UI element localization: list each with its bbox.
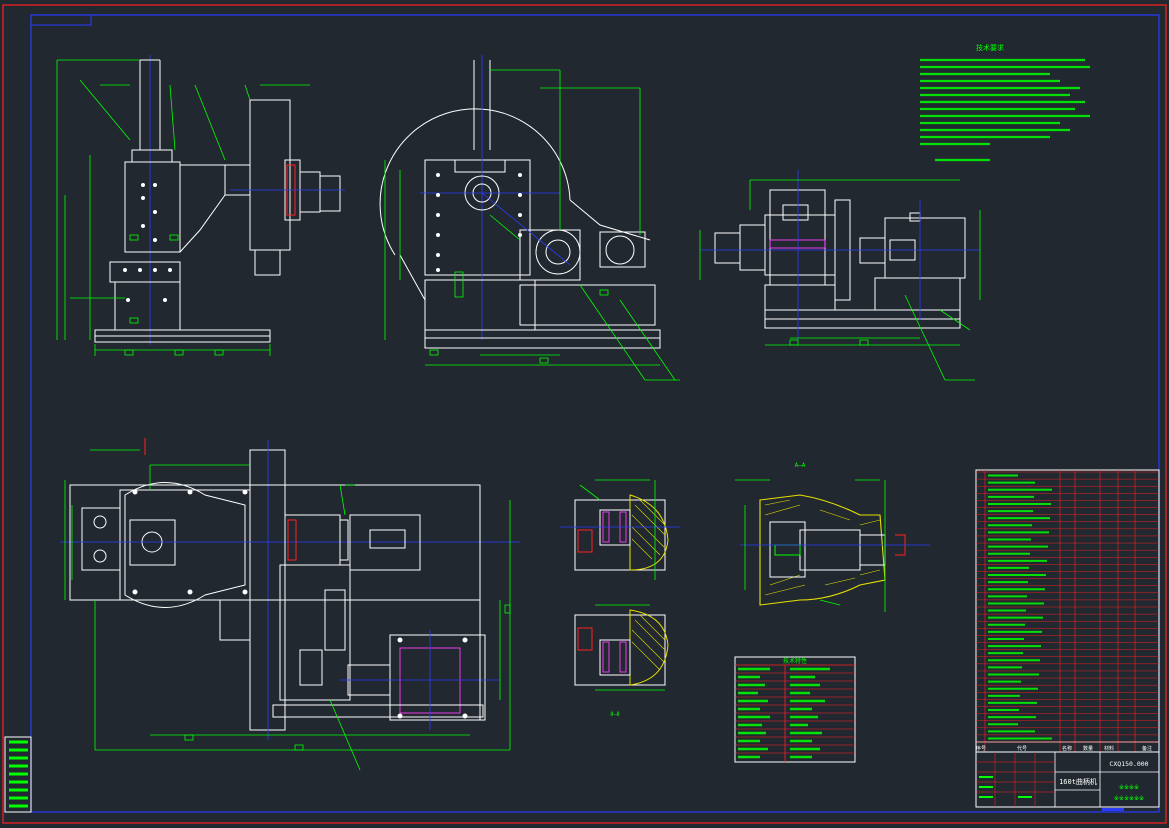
organization-line-1: ※※※※ bbox=[1119, 784, 1139, 791]
view-front-elevation bbox=[379, 55, 680, 381]
view-label-ii: Ⅱ—Ⅱ bbox=[610, 711, 620, 718]
view-end-elevation bbox=[699, 170, 981, 381]
view-detail-flange: Ⅱ—Ⅱ bbox=[560, 479, 680, 718]
bom-header-material: 材料 bbox=[1104, 745, 1114, 752]
sheet-scale-bar bbox=[1102, 808, 1124, 811]
bom-header-remark: 备注 bbox=[1142, 745, 1152, 752]
technical-notes-block: 技术要求 bbox=[920, 43, 1090, 162]
title-block: CXQ150.000 160t曲柄机 ※※※※ ※※※※※※ bbox=[975, 751, 1160, 811]
bom-header-code: 代号 bbox=[1017, 745, 1027, 752]
section-label-aa: A—A bbox=[795, 462, 806, 469]
bom-header-name: 名称 bbox=[1062, 745, 1072, 752]
inner-border bbox=[30, 14, 1160, 813]
view-side-elevation bbox=[56, 55, 345, 356]
organization-line-2: ※※※※※※ bbox=[1114, 795, 1144, 802]
bom-header-index: 序号 bbox=[976, 745, 986, 752]
left-margin-stamp bbox=[4, 736, 32, 813]
notes-title: 技术要求 bbox=[976, 43, 1004, 52]
drawing-number: CXQ150.000 bbox=[1109, 760, 1148, 768]
corner-label-box bbox=[30, 14, 92, 26]
tech-spec-table: 技术特性 bbox=[734, 656, 856, 763]
spec-table-title: 技术特性 bbox=[783, 657, 807, 665]
outer-border bbox=[2, 4, 1167, 824]
view-section-aa: A—A bbox=[735, 462, 930, 612]
view-plan bbox=[60, 438, 520, 771]
drawing-title: 160t曲柄机 bbox=[1059, 777, 1097, 786]
bill-of-materials: 序号 代号 名称 数量 材料 备注 bbox=[975, 469, 1160, 753]
bom-header-qty: 数量 bbox=[1083, 745, 1093, 752]
